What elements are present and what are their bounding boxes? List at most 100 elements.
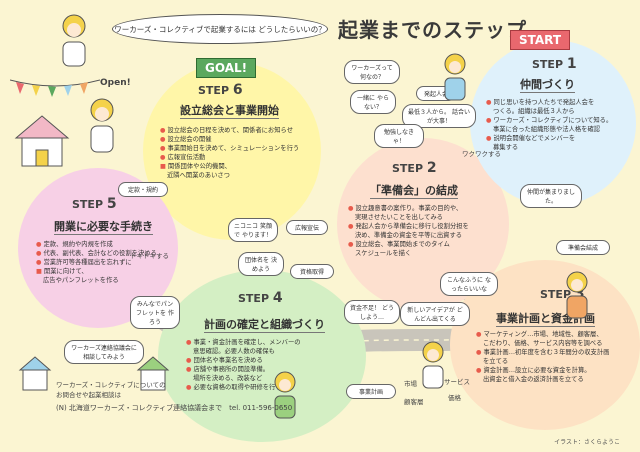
note-price: 価格 xyxy=(448,394,461,402)
step2-item: 設立総会、事業開始までのタイム xyxy=(348,240,469,249)
step6-list: 設立総会の日程を決めて、関係者にお知らせ設立総会の開催事業開始日を決めて、シミュ… xyxy=(160,126,299,180)
person-open-icon xyxy=(90,98,114,153)
step3-item: を立てる xyxy=(483,358,509,365)
step3-item: 資金計画…設立に必要な資金を計算。 xyxy=(476,366,609,375)
open-text: Open! xyxy=(100,78,131,88)
illustration-credit: イラスト：さくらようこ xyxy=(554,439,620,446)
step4-item: 団体名や事業名を決める xyxy=(186,356,301,365)
step1-item: 説明会開催などでメンバーを xyxy=(486,134,612,143)
step4-item: 場所を決める、改装など xyxy=(193,375,263,382)
step2-heading: 「準備会」の結成 xyxy=(370,184,458,199)
step5-item: 開業に向けて、 xyxy=(36,267,157,276)
bubble-together: 一緒に やらない？ xyxy=(350,90,396,114)
step3-list: マーケティング…市場、地域性、顧客層、こだわり、価格、サービス内容等を調べる事業… xyxy=(476,330,609,384)
step4-heading: 計画の確定と組織づくり xyxy=(204,318,325,333)
goal-item: 関係団体や公的機関、 xyxy=(160,162,299,171)
step4-item: 意思確認。必要人数の確保も xyxy=(193,348,275,355)
step3-item: 出資金と借入金の返済計画を立てる xyxy=(483,376,584,383)
bubble-what: ワーカーズって 何なの？ xyxy=(344,60,400,84)
note-market: 市場 xyxy=(404,380,417,388)
goal-item: 広報宣伝活動 xyxy=(160,153,299,162)
note-customer: 顧客層 xyxy=(404,398,424,406)
step3-item: マーケティング…市場、地域性、顧客層、 xyxy=(476,330,609,339)
person-market-icon xyxy=(422,341,444,389)
person-question-icon xyxy=(62,14,86,67)
step1-item: 事業に合った組織形態や法人格を確認 xyxy=(493,126,601,133)
goal-item: 設立総会の開催 xyxy=(160,135,299,144)
step1-label: STEP 1 xyxy=(532,56,577,72)
step2-number: 2 xyxy=(426,160,437,176)
step6-label: STEP 6 xyxy=(198,82,243,98)
footer-contact: (N) 北海道ワーカーズ・コレクティブ連絡協議会まで tel. 011-596-… xyxy=(56,404,293,412)
start-flag: START xyxy=(510,30,571,50)
house-green-icon xyxy=(136,356,170,391)
step4-number: 4 xyxy=(272,290,283,306)
step4-item: 事業・資金計画を確定し、メンバーの xyxy=(186,338,301,347)
step1-item: 同じ思いを持つ人たちで発起人会を xyxy=(486,98,612,107)
goal-flag: GOAL! xyxy=(196,58,257,78)
bubble-study: 勉強しなきゃ！ xyxy=(374,124,424,148)
step2-word: STEP xyxy=(392,162,424,175)
bubble-prep-formed: 準備会結成 xyxy=(556,240,610,255)
bubble-gathered: 仲間が集まりました。 xyxy=(520,184,582,208)
house-shop-icon xyxy=(14,115,70,167)
goal-item: 事業開始日を決めて、シミュレーションを行う xyxy=(160,144,300,153)
step6-heading: 設立総会と事業開始 xyxy=(180,104,279,119)
bubble-smile: ニコニコ 笑顔で やります！ xyxy=(228,218,278,242)
step5-list: 定款、規約や内規を作成代表、副代表、会計などの役割を決める営業許可等各種届出を忘… xyxy=(36,240,157,285)
step5-label: STEP 5 xyxy=(72,196,117,212)
step5-item: 定款、規約や内規を作成 xyxy=(36,240,157,249)
bubble-consult: ワーカーズ連絡協議会に 相談してみよう xyxy=(64,340,144,364)
bubble-bizplan: 事業計画 xyxy=(346,384,396,399)
step6-number: 6 xyxy=(232,82,243,98)
footer-line1: ワーカーズ・コレクティブについての xyxy=(56,381,166,389)
step5-item: 営業許可等各種届出を忘れずに xyxy=(36,258,157,267)
note-service: サービス xyxy=(444,378,470,386)
bubble-ideas: 新しいアイデアが どんどん出てくる xyxy=(400,302,470,326)
bubble-pr: 広報宣伝 xyxy=(286,220,328,235)
bubble-hope: こんなふうに なったらいいな xyxy=(440,272,498,296)
person-step1-icon xyxy=(444,53,466,101)
question-text: ワーカーズ・コレクティブで起業するには どうしたらいいの？ xyxy=(114,24,326,34)
step1-item: つくる。組織は最低３人から xyxy=(493,108,575,115)
question-bubble: ワーカーズ・コレクティブで起業するには どうしたらいいの？ xyxy=(112,14,328,44)
step2-label: STEP 2 xyxy=(392,160,437,176)
step1-item: ワーカーズ・コレクティブについて知る。 xyxy=(486,116,613,125)
step3-label: STEP 3 xyxy=(540,286,585,302)
step6-word: STEP xyxy=(198,84,230,97)
step1-item: 募集する xyxy=(493,144,519,151)
step5-item: 広告やパンフレットを作る xyxy=(43,277,119,284)
step3-item: こだわり、価格、サービス内容等を調べる xyxy=(483,340,603,347)
step4-list: 事業・資金計画を確定し、メンバーの意思確認。必要人数の確保も団体名や事業名を決め… xyxy=(186,338,301,392)
step5-number: 5 xyxy=(106,196,117,212)
bubble-funds: 資金不足！ どうしよう… xyxy=(344,300,400,324)
step3-number: 3 xyxy=(574,286,585,302)
person-step4-icon xyxy=(274,371,296,419)
step1-word: STEP xyxy=(532,58,564,71)
step4-label: STEP 4 xyxy=(238,290,283,306)
step2-item: 実現させたいことを出してみる xyxy=(355,214,443,221)
step3-word: STEP xyxy=(540,288,572,301)
step2-item: 設立趣意書の案作り。事業の目的や、 xyxy=(348,204,469,213)
step2-list: 設立趣意書の案作り。事業の目的や、実現させたいことを出してみる発起人会から準備会… xyxy=(348,204,469,258)
bunting-icon xyxy=(10,79,100,97)
step5-word: STEP xyxy=(72,198,104,211)
bubble-groupname: 団体名を 決めよう xyxy=(238,252,284,276)
step5-heading: 開業に必要な手続き xyxy=(54,220,153,235)
footer: ワーカーズ・コレクティブについての お問合せや起業相談は (N) 北海道ワーカー… xyxy=(56,380,292,413)
step1-number: 1 xyxy=(566,56,577,72)
step4-item: 必要な資格の取得や研修を行う xyxy=(186,383,301,392)
step2-item: スケジュールを描く xyxy=(355,250,412,257)
note-nervous: ドキドキする xyxy=(130,252,169,260)
person-step3-icon xyxy=(566,271,588,319)
bubble-pamphlet: みんなでパンフレットを 作ろう xyxy=(130,296,180,329)
house-small-icon xyxy=(18,356,52,391)
step4-word: STEP xyxy=(238,292,270,305)
step2-item: 発起人会から準備会に移行し役割分担を xyxy=(348,222,469,231)
step5-item: 代表、副代表、会計などの役割を決める xyxy=(36,249,157,258)
step4-item: 店舗や事務所の開設準備。 xyxy=(186,365,301,374)
goal-item: 設立総会の日程を決めて、関係者にお知らせ xyxy=(160,126,299,135)
goal-item: 近隣へ開業のあいさつ xyxy=(167,172,230,179)
step1-list: 同じ思いを持つ人たちで発起人会をつくる。組織は最低３人からワーカーズ・コレクティ… xyxy=(486,98,612,152)
